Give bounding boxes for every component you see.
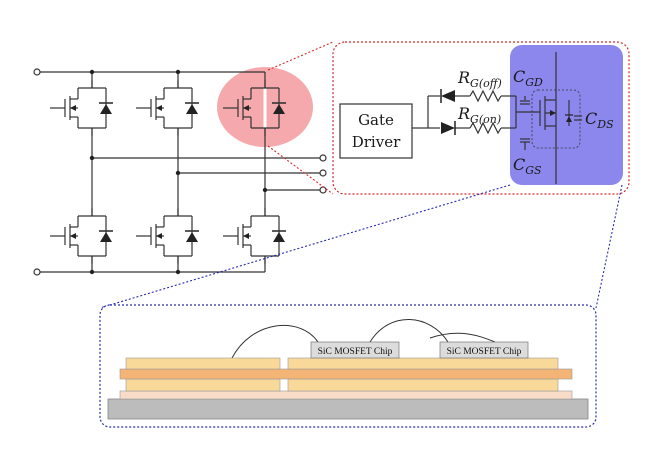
gate-diode-on bbox=[441, 121, 456, 135]
sic-chip-2: SiC MOSFET Chip bbox=[439, 341, 529, 359]
bond-wires bbox=[231, 319, 496, 359]
sic-chip-2-label: SiC MOSFET Chip bbox=[447, 347, 522, 357]
copper-top-right bbox=[287, 357, 559, 370]
label-cgd: CGD bbox=[513, 67, 543, 89]
sic-chip-1-label: SiC MOSFET Chip bbox=[318, 347, 393, 357]
gate-diode-off bbox=[440, 89, 455, 103]
label-cds: CDS bbox=[585, 109, 614, 131]
gate-wiring bbox=[412, 89, 540, 135]
zoom-mosfet-arrow bbox=[550, 110, 556, 116]
gate-driver-line1: Gate bbox=[358, 111, 394, 129]
switch-1 bbox=[50, 80, 113, 136]
gate-driver-box bbox=[339, 103, 413, 159]
switch-5 bbox=[136, 208, 199, 264]
ceramic-layer bbox=[119, 368, 573, 380]
sic-chip-1: SiC MOSFET Chip bbox=[310, 341, 400, 359]
label-rg-off: RG(off) bbox=[457, 68, 502, 90]
gate-driver-line2: Driver bbox=[352, 133, 401, 151]
zoom-lines-blue bbox=[99, 184, 623, 309]
switch-3 bbox=[223, 80, 286, 136]
switch-4 bbox=[50, 208, 113, 264]
label-rg-on: RG(on) bbox=[457, 104, 501, 126]
junction-dots bbox=[89, 69, 268, 275]
zoom-body-diode bbox=[565, 100, 573, 126]
copper-top-left bbox=[125, 357, 281, 370]
substrate bbox=[119, 390, 573, 400]
zoom-lines-red bbox=[267, 41, 334, 195]
copper-bottom-left bbox=[125, 378, 281, 392]
switch-2 bbox=[136, 80, 199, 136]
baseplate bbox=[107, 398, 589, 420]
label-cgs: CGS bbox=[513, 155, 542, 177]
switch-6 bbox=[223, 208, 286, 264]
copper-bottom-right bbox=[287, 378, 559, 392]
zoom-mosfet bbox=[520, 52, 582, 184]
